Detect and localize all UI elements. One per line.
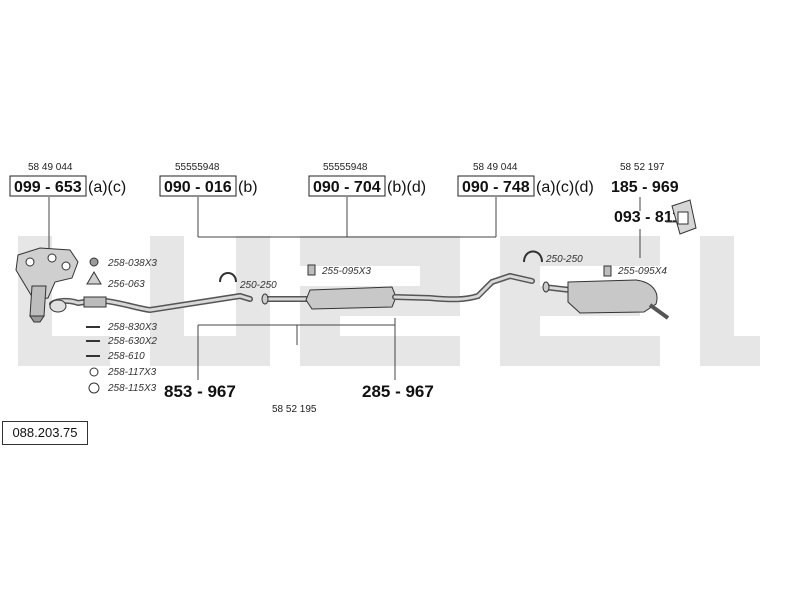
washer-icon xyxy=(89,367,99,377)
top-part-ref: 58 49 044 xyxy=(473,162,518,173)
diagram-id-label: 088.203.75 xyxy=(2,421,88,445)
accessory-label[interactable]: 256-063 xyxy=(107,279,145,290)
rear-part-code[interactable]: 185 - 969 xyxy=(611,179,679,196)
accessory-label[interactable]: 258-038X3 xyxy=(107,258,157,269)
part-variants: (b) xyxy=(238,179,258,196)
front-pipe xyxy=(49,292,253,314)
rubber-mount-icon xyxy=(307,264,316,276)
accessory-label[interactable]: 250-250 xyxy=(545,254,583,265)
rear-part-ref: 58 52 197 xyxy=(620,162,665,173)
part-code-box xyxy=(308,175,386,197)
bottom-part-code[interactable]: 853 - 967 xyxy=(164,382,236,401)
bottom-part-ref: 58 52 195 xyxy=(272,404,317,415)
part-variants: (a)(c)(d) xyxy=(536,179,594,196)
part-variants: (a)(c) xyxy=(88,179,126,196)
accessory-label[interactable]: 255-095X3 xyxy=(321,266,371,277)
part-code[interactable]: 090 - 016 xyxy=(164,179,232,196)
hardware-icons xyxy=(86,250,612,394)
accessory-label[interactable]: 250-250 xyxy=(239,280,277,291)
rubber-mount-icon xyxy=(603,265,612,277)
top-part-ref: 55555948 xyxy=(323,162,368,173)
leader-lines xyxy=(48,197,678,380)
top-part-ref: 55555948 xyxy=(175,162,220,173)
rear-bracket xyxy=(671,199,697,235)
ring-icon xyxy=(88,382,100,394)
manifold-catalyst xyxy=(15,247,79,323)
clamp-icon xyxy=(219,272,237,283)
part-code-box xyxy=(9,175,87,197)
accessory-label[interactable]: 255-095X4 xyxy=(617,266,667,277)
part-code[interactable]: 090 - 748 xyxy=(462,179,530,196)
part-code[interactable]: 090 - 704 xyxy=(313,179,381,196)
part-code[interactable]: 099 - 653 xyxy=(14,179,82,196)
middle-silencer xyxy=(261,272,535,310)
accessory-label[interactable]: 258-830X3 xyxy=(107,322,157,333)
rear-silencer xyxy=(542,279,670,320)
part-variants: (b)(d) xyxy=(387,179,426,196)
clamp-icon xyxy=(523,250,543,263)
bottom-part-code[interactable]: 285 - 967 xyxy=(362,382,434,401)
part-code-box xyxy=(457,175,535,197)
accessory-label[interactable]: 258-610 xyxy=(107,351,145,362)
accessory-label[interactable]: 258-115X3 xyxy=(107,383,157,394)
top-part-ref: 58 49 044 xyxy=(28,162,73,173)
gasket-icon xyxy=(86,271,102,285)
flange-nut-icon xyxy=(89,257,99,267)
accessory-label[interactable]: 258-117X3 xyxy=(107,367,157,378)
part-code-box xyxy=(159,175,237,197)
bracket-part-code[interactable]: 093 - 811 xyxy=(614,209,681,226)
accessory-label[interactable]: 258-630X2 xyxy=(107,336,157,347)
